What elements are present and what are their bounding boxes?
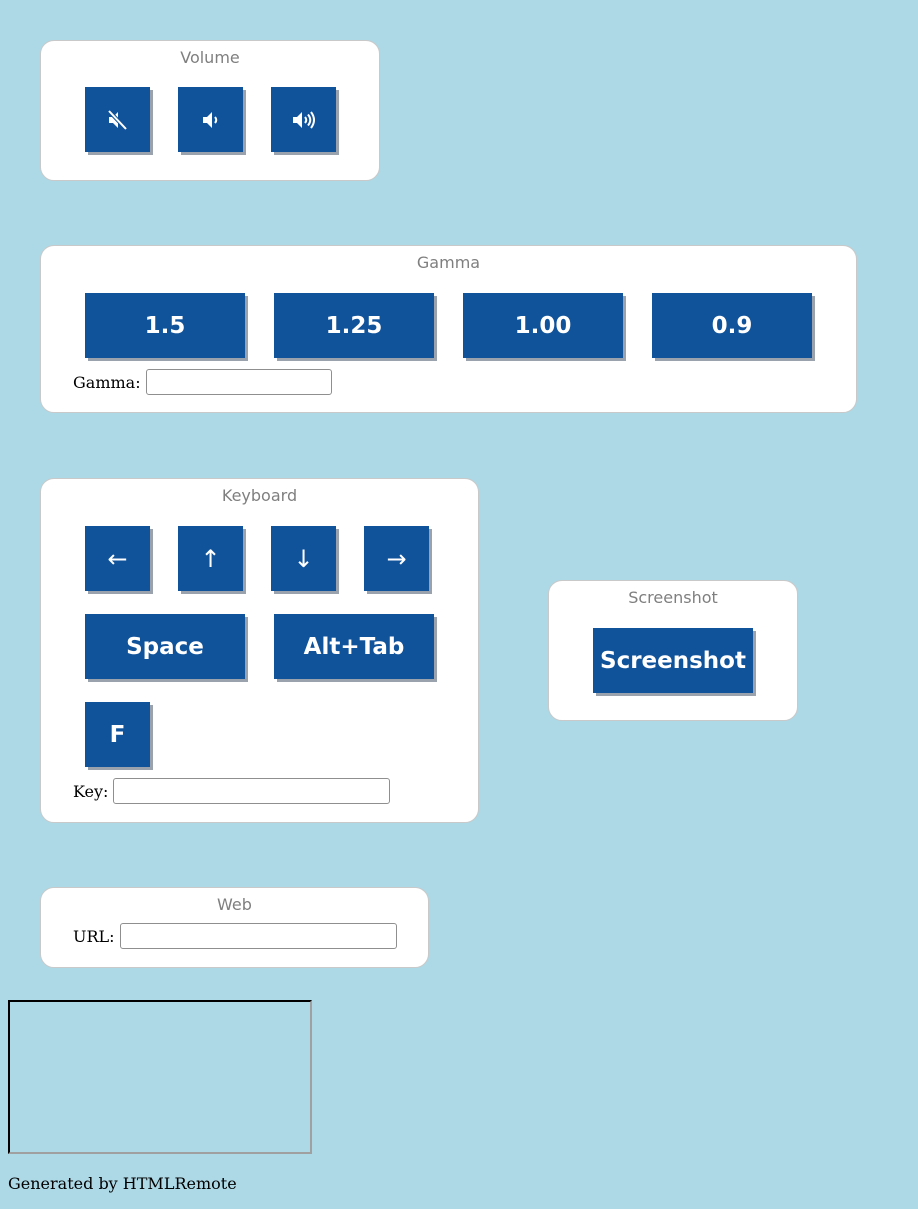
keyboard-panel: Keyboard ← ↑ ↓ → Space Alt+Tab F Key: <box>40 478 479 823</box>
gamma-input[interactable] <box>145 369 332 395</box>
volume-up-button[interactable] <box>271 87 336 152</box>
key-input[interactable] <box>113 778 391 804</box>
url-field-row: URL: <box>73 923 397 949</box>
key-field-label: Key: <box>73 781 109 801</box>
web-panel: Web URL: <box>40 887 429 968</box>
keyboard-title: Keyboard <box>221 486 298 505</box>
screenshot-button[interactable]: Screenshot <box>593 628 753 693</box>
f-key-button[interactable]: F <box>85 702 150 767</box>
url-field-label: URL: <box>73 926 115 946</box>
up-arrow-button[interactable]: ↑ <box>178 526 243 591</box>
gamma-0-9-button[interactable]: 0.9 <box>652 293 812 358</box>
space-button[interactable]: Space <box>85 614 245 679</box>
gamma-1-25-button[interactable]: 1.25 <box>274 293 434 358</box>
screenshot-title: Screenshot <box>628 588 718 607</box>
gamma-1-00-button[interactable]: 1.00 <box>463 293 623 358</box>
volume-panel: Volume <box>40 40 380 181</box>
alt-tab-button[interactable]: Alt+Tab <box>274 614 434 679</box>
footer-text: Generated by HTMLRemote <box>8 1174 237 1193</box>
speaker-low-icon <box>199 108 223 132</box>
gamma-1-5-button[interactable]: 1.5 <box>85 293 245 358</box>
web-title: Web <box>217 895 252 914</box>
right-arrow-button[interactable]: → <box>364 526 429 591</box>
down-arrow-button[interactable]: ↓ <box>271 526 336 591</box>
gamma-title: Gamma <box>416 253 481 272</box>
url-input[interactable] <box>119 923 397 949</box>
mute-button[interactable] <box>85 87 150 152</box>
screenshot-panel: Screenshot Screenshot <box>548 580 798 721</box>
volume-title: Volume <box>180 48 240 67</box>
screenshot-preview <box>8 1000 312 1154</box>
gamma-panel: Gamma 1.5 1.25 1.00 0.9 Gamma: <box>40 245 857 413</box>
key-field-row: Key: <box>73 778 391 804</box>
gamma-field-row: Gamma: <box>73 369 332 395</box>
left-arrow-button[interactable]: ← <box>85 526 150 591</box>
gamma-field-label: Gamma: <box>73 372 141 392</box>
speaker-mute-icon <box>106 108 130 132</box>
speaker-high-icon <box>291 108 317 132</box>
volume-down-button[interactable] <box>178 87 243 152</box>
